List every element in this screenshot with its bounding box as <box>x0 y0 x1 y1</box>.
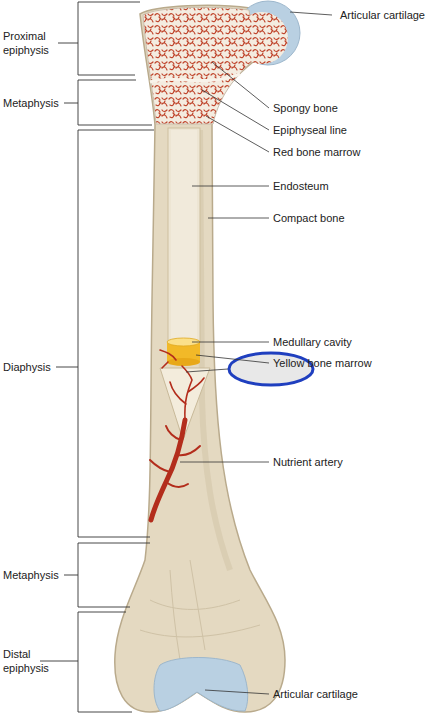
leader-line <box>186 369 228 372</box>
region-label: Metaphysis <box>3 96 59 110</box>
nutrient-artery-branches <box>150 426 200 487</box>
bone-shading <box>200 130 230 570</box>
endosteum <box>171 130 197 340</box>
part-label: Red bone marrow <box>273 145 360 159</box>
region-label: Proximal epiphysis <box>3 29 55 57</box>
yellow-marrow-bottom <box>167 358 200 366</box>
medullary-cavity <box>168 128 200 342</box>
part-label: Yellow bone marrow <box>273 356 372 370</box>
spongy-bone <box>143 7 256 124</box>
part-label: Medullary cavity <box>273 335 352 349</box>
bone-texture <box>140 560 260 660</box>
region-label: Diaphysis <box>3 360 51 374</box>
region-label: Metaphysis <box>3 568 59 582</box>
epiphyseal-line <box>150 74 240 82</box>
part-label: Spongy bone <box>273 101 338 115</box>
region-label: Distal epiphysis <box>3 647 55 675</box>
artery-branches <box>160 350 204 420</box>
part-label: Articular cartilage <box>273 687 358 701</box>
part-label: Compact bone <box>273 211 345 225</box>
nutrient-artery <box>151 420 185 520</box>
part-label: Epiphyseal line <box>273 123 347 137</box>
part-label: Nutrient artery <box>273 455 343 469</box>
articular-cartilage <box>154 658 248 712</box>
spongy-bone-head <box>236 12 288 64</box>
leader-lines <box>180 12 332 694</box>
part-label: Articular cartilage <box>340 8 425 22</box>
part-label: Endosteum <box>273 179 329 193</box>
